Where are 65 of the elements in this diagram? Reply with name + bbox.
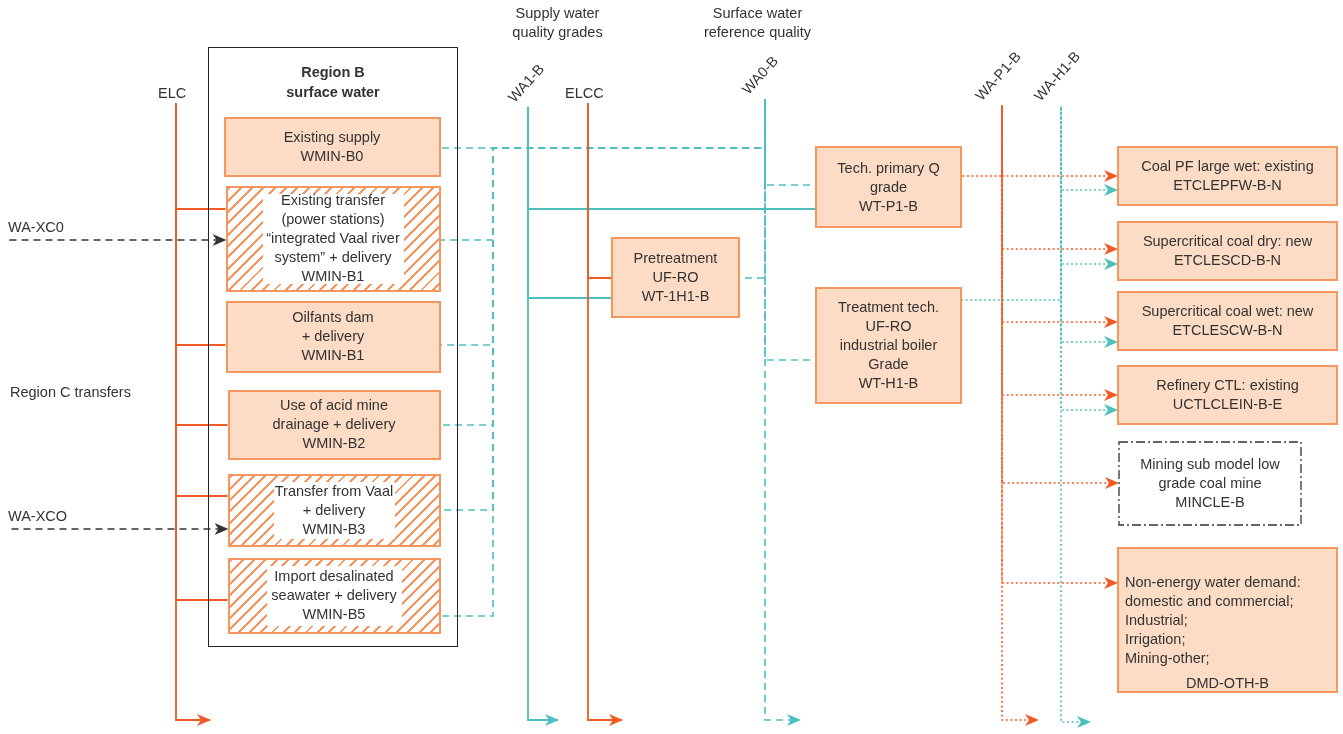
- node-label: Oilfants dam + delivery: [291, 308, 375, 346]
- node-label: Existing transfer (power stations) “integrated Vaal river system” + delivery: [265, 191, 401, 267]
- node-label: MINCLE-B: [1175, 493, 1245, 512]
- annotation-label: Surface water reference quality: [702, 4, 813, 42]
- arrow: [1001, 104, 1039, 726]
- dash-dot-box: [1118, 441, 1302, 526]
- node-label: Tech. primary Q grade: [836, 158, 941, 197]
- arrow: [9, 234, 227, 246]
- bus-label: ELC: [158, 84, 196, 102]
- node-label: ETCLEPFW-B-N: [1173, 176, 1282, 195]
- node-label: UCTLCLEIN-B-E: [1172, 395, 1283, 414]
- arrow: [527, 106, 559, 726]
- arrow: [587, 102, 623, 726]
- process-box: [815, 146, 962, 228]
- node-label: WT-H1-B: [858, 374, 919, 393]
- node-label: Use of acid mine drainage + delivery: [271, 396, 397, 434]
- node-label: ETCLESCW-B-N: [1172, 321, 1283, 340]
- node-label: WT-1H1-B: [641, 287, 710, 306]
- node-label: Transfer from Vaal + delivery: [273, 481, 395, 520]
- process-box: [815, 287, 962, 404]
- annotation-label: Supply water quality grades: [511, 4, 604, 42]
- node-label: WMIN-B0: [300, 146, 364, 166]
- process-box: [1117, 365, 1338, 425]
- arrow: [1060, 104, 1091, 728]
- node-label: WMIN-B2: [302, 434, 366, 453]
- annotation-label: Region C transfers: [10, 383, 132, 402]
- arrow: [9, 523, 229, 535]
- node-label: Industrial;: [1125, 611, 1188, 630]
- node-label: DMD-OTH-B: [1186, 674, 1269, 693]
- node-label: Non-energy water demand: domestic and commercial;: [1125, 573, 1302, 611]
- node-label: Mining-other;: [1125, 649, 1210, 668]
- arrow: [1001, 104, 1118, 589]
- bus-label: WA-XCO: [8, 507, 88, 525]
- node-label: Supercritical coal wet: new: [1141, 302, 1314, 321]
- node-label: WT-P1-B: [859, 196, 918, 216]
- node-label: WMIN-B1: [301, 346, 365, 365]
- node-label: Irrigation;: [1125, 630, 1186, 649]
- bus-label: ELCC: [565, 84, 611, 102]
- process-box: [1117, 221, 1338, 281]
- node-label: WMIN-B3: [302, 519, 366, 539]
- region-title: Region B surface water: [285, 63, 381, 102]
- process-box: [225, 300, 441, 373]
- node-label: ETCLESCD-B-N: [1173, 251, 1282, 270]
- bus-label: WA-XC0: [8, 218, 88, 236]
- arrow: [175, 102, 211, 726]
- process-box: [223, 116, 441, 177]
- node-label: Existing supply: [283, 127, 381, 147]
- process-box: [1117, 291, 1338, 351]
- hatched-box: [227, 473, 441, 547]
- process-box: [227, 389, 441, 460]
- hatched-box: [227, 557, 441, 634]
- node-label: WMIN-B5: [302, 605, 366, 624]
- node-label: Refinery CTL: existing: [1156, 376, 1299, 395]
- node-label: Import desalinated seawater + delivery: [270, 567, 398, 605]
- node-label: Mining sub model low grade coal mine: [1140, 455, 1280, 493]
- node-label: WMIN-B1: [301, 267, 365, 286]
- process-box: [1117, 547, 1338, 693]
- node-label: Supercritical coal dry: new: [1142, 232, 1313, 251]
- region-frame: [208, 47, 458, 647]
- node-label: Treatment tech. UF-RO industrial boiler Grade: [837, 298, 940, 374]
- node-label: Coal PF large wet: existing: [1141, 157, 1314, 176]
- node-label: Pretreatment UF-RO: [632, 249, 719, 287]
- process-box: [1117, 146, 1338, 206]
- process-box: [611, 237, 740, 318]
- hatched-box: [225, 185, 441, 292]
